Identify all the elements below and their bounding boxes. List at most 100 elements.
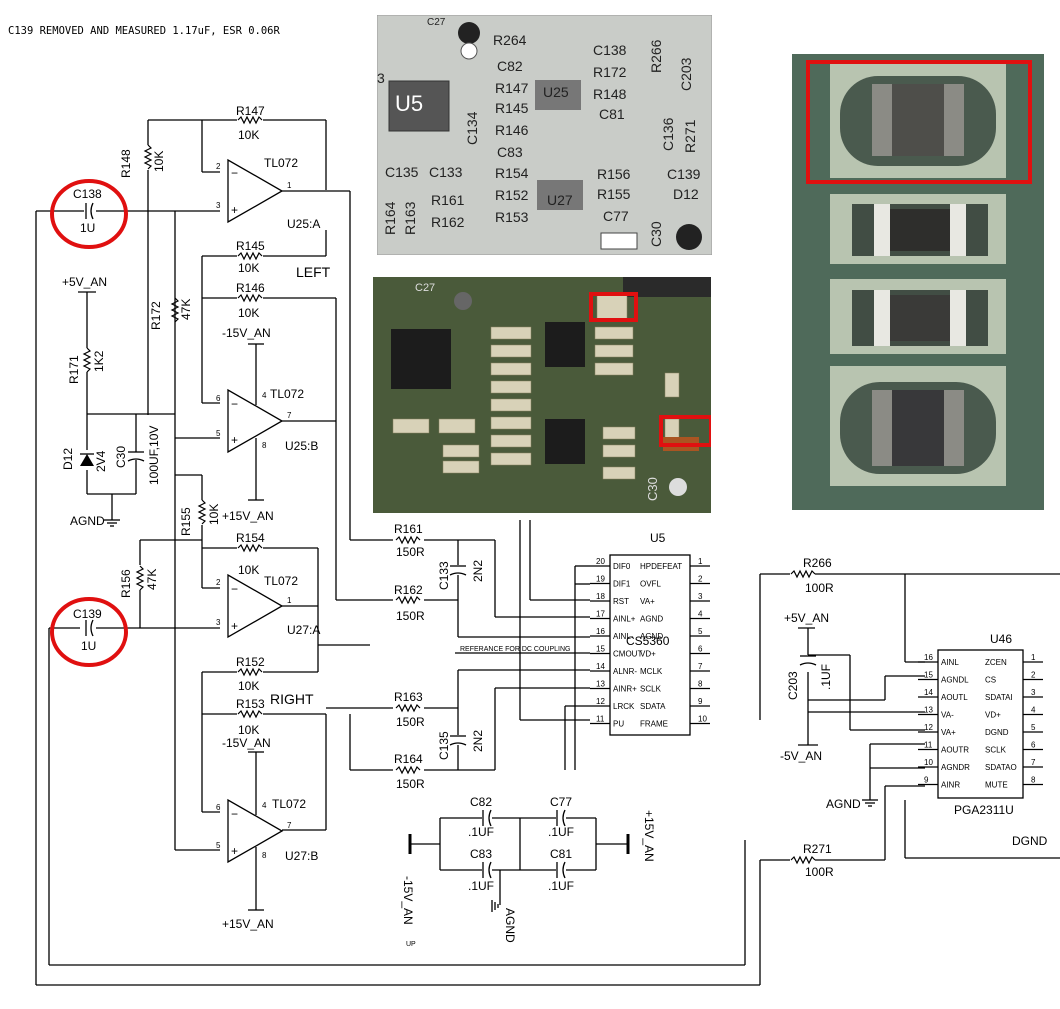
ic-u46: U46 PGA2311U 16AINL15AGNDL14AOUTL13VA-12…: [918, 632, 1043, 817]
svg-text:.1UF: .1UF: [548, 825, 574, 839]
pin-name: RST: [613, 597, 629, 606]
pin-name: AGND: [640, 615, 663, 624]
r156-value: 47K: [145, 569, 159, 590]
r152-value: 10K: [238, 679, 259, 693]
svg-text:C203: C203: [786, 671, 800, 700]
pin-number: 10: [924, 758, 933, 767]
svg-text:C81: C81: [550, 847, 572, 861]
pin-name: AOUTR: [941, 746, 969, 755]
svg-text:R164: R164: [382, 201, 398, 235]
pin-name: AINR+: [613, 685, 637, 694]
pin-number: 16: [924, 653, 933, 662]
svg-text:C27: C27: [427, 17, 446, 28]
svg-text:R155: R155: [597, 186, 631, 202]
pin-number: 9: [698, 697, 703, 706]
r266-ref: R266: [803, 556, 832, 570]
measurement-note: C139 REMOVED AND MEASURED 1.17uF, ESR 0.…: [8, 25, 281, 37]
svg-text:7: 7: [287, 411, 292, 420]
r161-ref: R161: [394, 522, 423, 536]
r145-value: 10K: [238, 261, 259, 275]
r161-value: 150R: [396, 545, 425, 559]
pin-name: FRAME: [640, 720, 668, 729]
r155-ref: R155: [179, 507, 193, 536]
svg-text:R266: R266: [648, 39, 664, 73]
svg-text:2N2: 2N2: [471, 730, 485, 752]
capacitor-c135: C135 2N2: [437, 730, 485, 760]
reference-note: REFERANCE FOR DC COUPLING: [460, 646, 570, 653]
svg-text:R163: R163: [402, 201, 418, 235]
svg-text:U27: U27: [547, 192, 573, 208]
svg-text:C138: C138: [593, 42, 627, 58]
pin-number: 6: [698, 645, 703, 654]
board-photo-closeup: [792, 54, 1044, 510]
r172-value: 47K: [179, 299, 193, 320]
svg-text:D12: D12: [673, 186, 699, 202]
pin-number: 13: [924, 706, 933, 715]
svg-text:.1UF: .1UF: [468, 825, 494, 839]
pin-name: DGND: [985, 728, 1009, 737]
svg-text:C82: C82: [470, 795, 492, 809]
svg-text:C27: C27: [415, 282, 435, 294]
r164-value: 150R: [396, 777, 425, 791]
r153-ref: R153: [236, 697, 265, 711]
r172-ref: R172: [149, 301, 163, 330]
pin-name: VA+: [941, 728, 956, 737]
pin-name: MUTE: [985, 781, 1008, 790]
svg-text:C77: C77: [550, 795, 572, 809]
pin-number: 11: [924, 741, 933, 750]
pin-name: CMOUT: [613, 650, 642, 659]
svg-text:C203: C203: [678, 57, 694, 91]
svg-text:R172: R172: [593, 64, 627, 80]
rail-m15-bottom: -15V_AN: [222, 736, 271, 750]
r147-value: 10K: [238, 128, 259, 142]
svg-text:C81: C81: [599, 106, 625, 122]
capacitor-c139: C139 1U: [73, 607, 102, 653]
highlight-box-c139: [659, 415, 711, 447]
dgnd-label: DGND: [1012, 834, 1048, 848]
svg-text:3: 3: [216, 201, 221, 210]
highlight-box-closeup: [806, 60, 1032, 184]
pin-name: VA-: [941, 711, 954, 720]
capacitor-c138: C138 1U: [73, 187, 102, 235]
pin-number: 11: [596, 715, 605, 724]
r156-ref: R156: [119, 569, 133, 598]
capacitor-c203: C203 .1UF: [786, 655, 833, 700]
r146-value: 10K: [238, 306, 259, 320]
pin-name: AGNDR: [941, 763, 970, 772]
svg-text:CS5360: CS5360: [626, 634, 670, 648]
svg-text:6: 6: [216, 394, 221, 403]
pin-number: 8: [698, 680, 703, 689]
c138-value: 1U: [80, 221, 95, 235]
pin-name: AINL-: [613, 632, 634, 641]
r171-ref: R171: [67, 355, 81, 384]
pin-number: 2: [1031, 671, 1036, 680]
svg-text:D12: D12: [61, 448, 75, 470]
highlight-circle-c138: [50, 179, 128, 249]
r153-value: 10K: [238, 723, 259, 737]
pin-number: 6: [1031, 741, 1036, 750]
svg-text:R145: R145: [495, 100, 529, 116]
svg-text:8: 8: [262, 441, 267, 450]
svg-text:C139: C139: [667, 166, 701, 182]
svg-text:1: 1: [287, 596, 292, 605]
r148-value: 10K: [152, 151, 166, 172]
mark-up: UP: [406, 941, 416, 948]
pin-name: AINL: [941, 658, 959, 667]
u25b-type: TL072: [270, 387, 304, 401]
pin-number: 5: [698, 627, 703, 636]
pin-name: OVFL: [640, 580, 661, 589]
highlight-box-c138: [589, 292, 638, 322]
pin-number: 9: [924, 776, 929, 785]
board-photo-top: U5 U25 U27 R264 C27 3 C82 R147 R145 R146…: [377, 15, 712, 255]
opamp-u25a: − + 2 3 1 TL072 U25:A: [216, 156, 320, 231]
board-photo-green: C27 C30: [373, 277, 711, 513]
svg-text:C77: C77: [603, 208, 629, 224]
r154-ref: R154: [236, 531, 265, 545]
pin-name: AOUTL: [941, 693, 968, 702]
u27a-name: U27:A: [287, 623, 320, 637]
r163-ref: R163: [394, 690, 423, 704]
svg-text:U46: U46: [990, 632, 1012, 646]
pin-name: VD+: [985, 711, 1001, 720]
opamp-u27a: − + 2 3 1 TL072 U27:A: [216, 573, 320, 639]
svg-text:+: +: [231, 619, 238, 633]
